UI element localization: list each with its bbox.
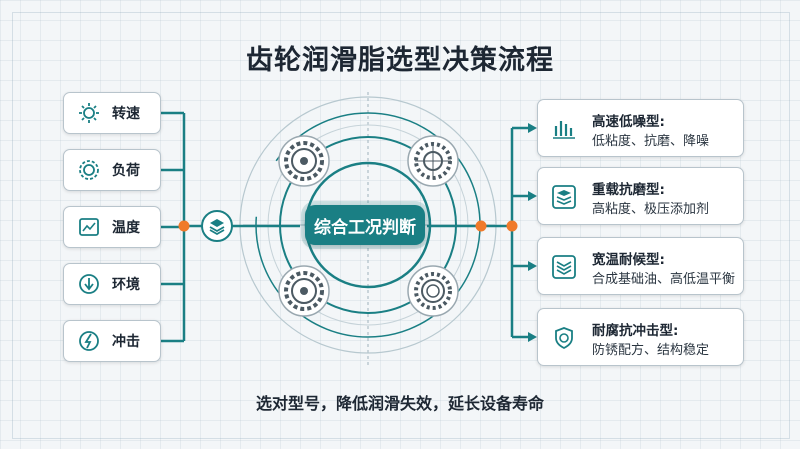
gear-icon-bottom-right bbox=[407, 265, 459, 317]
type-corrosion-impact-resistant: 耐腐抗冲击型: 防锈配方、结构稳定 bbox=[537, 308, 744, 366]
bars-icon bbox=[550, 115, 578, 143]
type-desc: 合成基础油、高低温平衡 bbox=[592, 272, 736, 287]
right-junction-node-1 bbox=[475, 220, 487, 232]
type-heavy-load-antiwear: 重载抗磨型: 高粘度、极压添加剂 bbox=[537, 167, 744, 225]
type-name: 宽温耐候型: bbox=[592, 252, 665, 268]
stack-icon bbox=[550, 253, 578, 281]
left-junction-node bbox=[178, 220, 190, 232]
type-name: 重载抗磨型: bbox=[592, 182, 665, 198]
page-title: 齿轮润滑脂选型决策流程 bbox=[246, 45, 554, 76]
gear-icon-top-left bbox=[278, 135, 330, 187]
layers-hub-icon bbox=[201, 210, 233, 242]
factor-label: 负荷 bbox=[112, 163, 140, 179]
gear-icon-top-right bbox=[407, 135, 459, 187]
factor-speed: 转速 bbox=[63, 92, 161, 134]
factor-label: 转速 bbox=[112, 106, 140, 122]
environment-icon bbox=[76, 271, 102, 297]
shield-icon bbox=[550, 324, 578, 352]
factor-label: 温度 bbox=[112, 220, 140, 236]
right-junction-node-2 bbox=[506, 220, 518, 232]
temperature-icon bbox=[76, 214, 102, 240]
type-wide-temperature: 宽温耐候型: 合成基础油、高低温平衡 bbox=[537, 237, 744, 295]
arrowheads bbox=[528, 123, 537, 342]
type-desc: 高粘度、极压添加剂 bbox=[592, 202, 710, 217]
type-high-speed-low-noise: 高速低噪型: 低粘度、抗磨、降噪 bbox=[537, 99, 744, 157]
factor-label: 冲击 bbox=[112, 334, 140, 350]
type-name: 高速低噪型: bbox=[592, 114, 665, 130]
type-name: 耐腐抗冲击型: bbox=[592, 323, 679, 339]
right-connectors bbox=[427, 126, 530, 339]
footer-slogan: 选对型号，降低润滑失效，延长设备寿命 bbox=[255, 394, 544, 413]
load-icon bbox=[76, 157, 102, 183]
comprehensive-condition-node: 综合工况判断 bbox=[305, 205, 425, 245]
layers-icon bbox=[550, 183, 578, 211]
factor-label: 环境 bbox=[112, 277, 140, 293]
factor-impact: 冲击 bbox=[63, 320, 161, 362]
factor-temperature: 温度 bbox=[63, 206, 161, 248]
type-desc: 低粘度、抗磨、降噪 bbox=[592, 134, 710, 149]
factor-environment: 环境 bbox=[63, 263, 161, 305]
gear-icon-bottom-left bbox=[278, 265, 330, 317]
speed-icon bbox=[76, 100, 102, 126]
factor-load: 负荷 bbox=[63, 149, 161, 191]
type-desc: 防锈配方、结构稳定 bbox=[592, 343, 710, 358]
impact-icon bbox=[76, 328, 102, 354]
